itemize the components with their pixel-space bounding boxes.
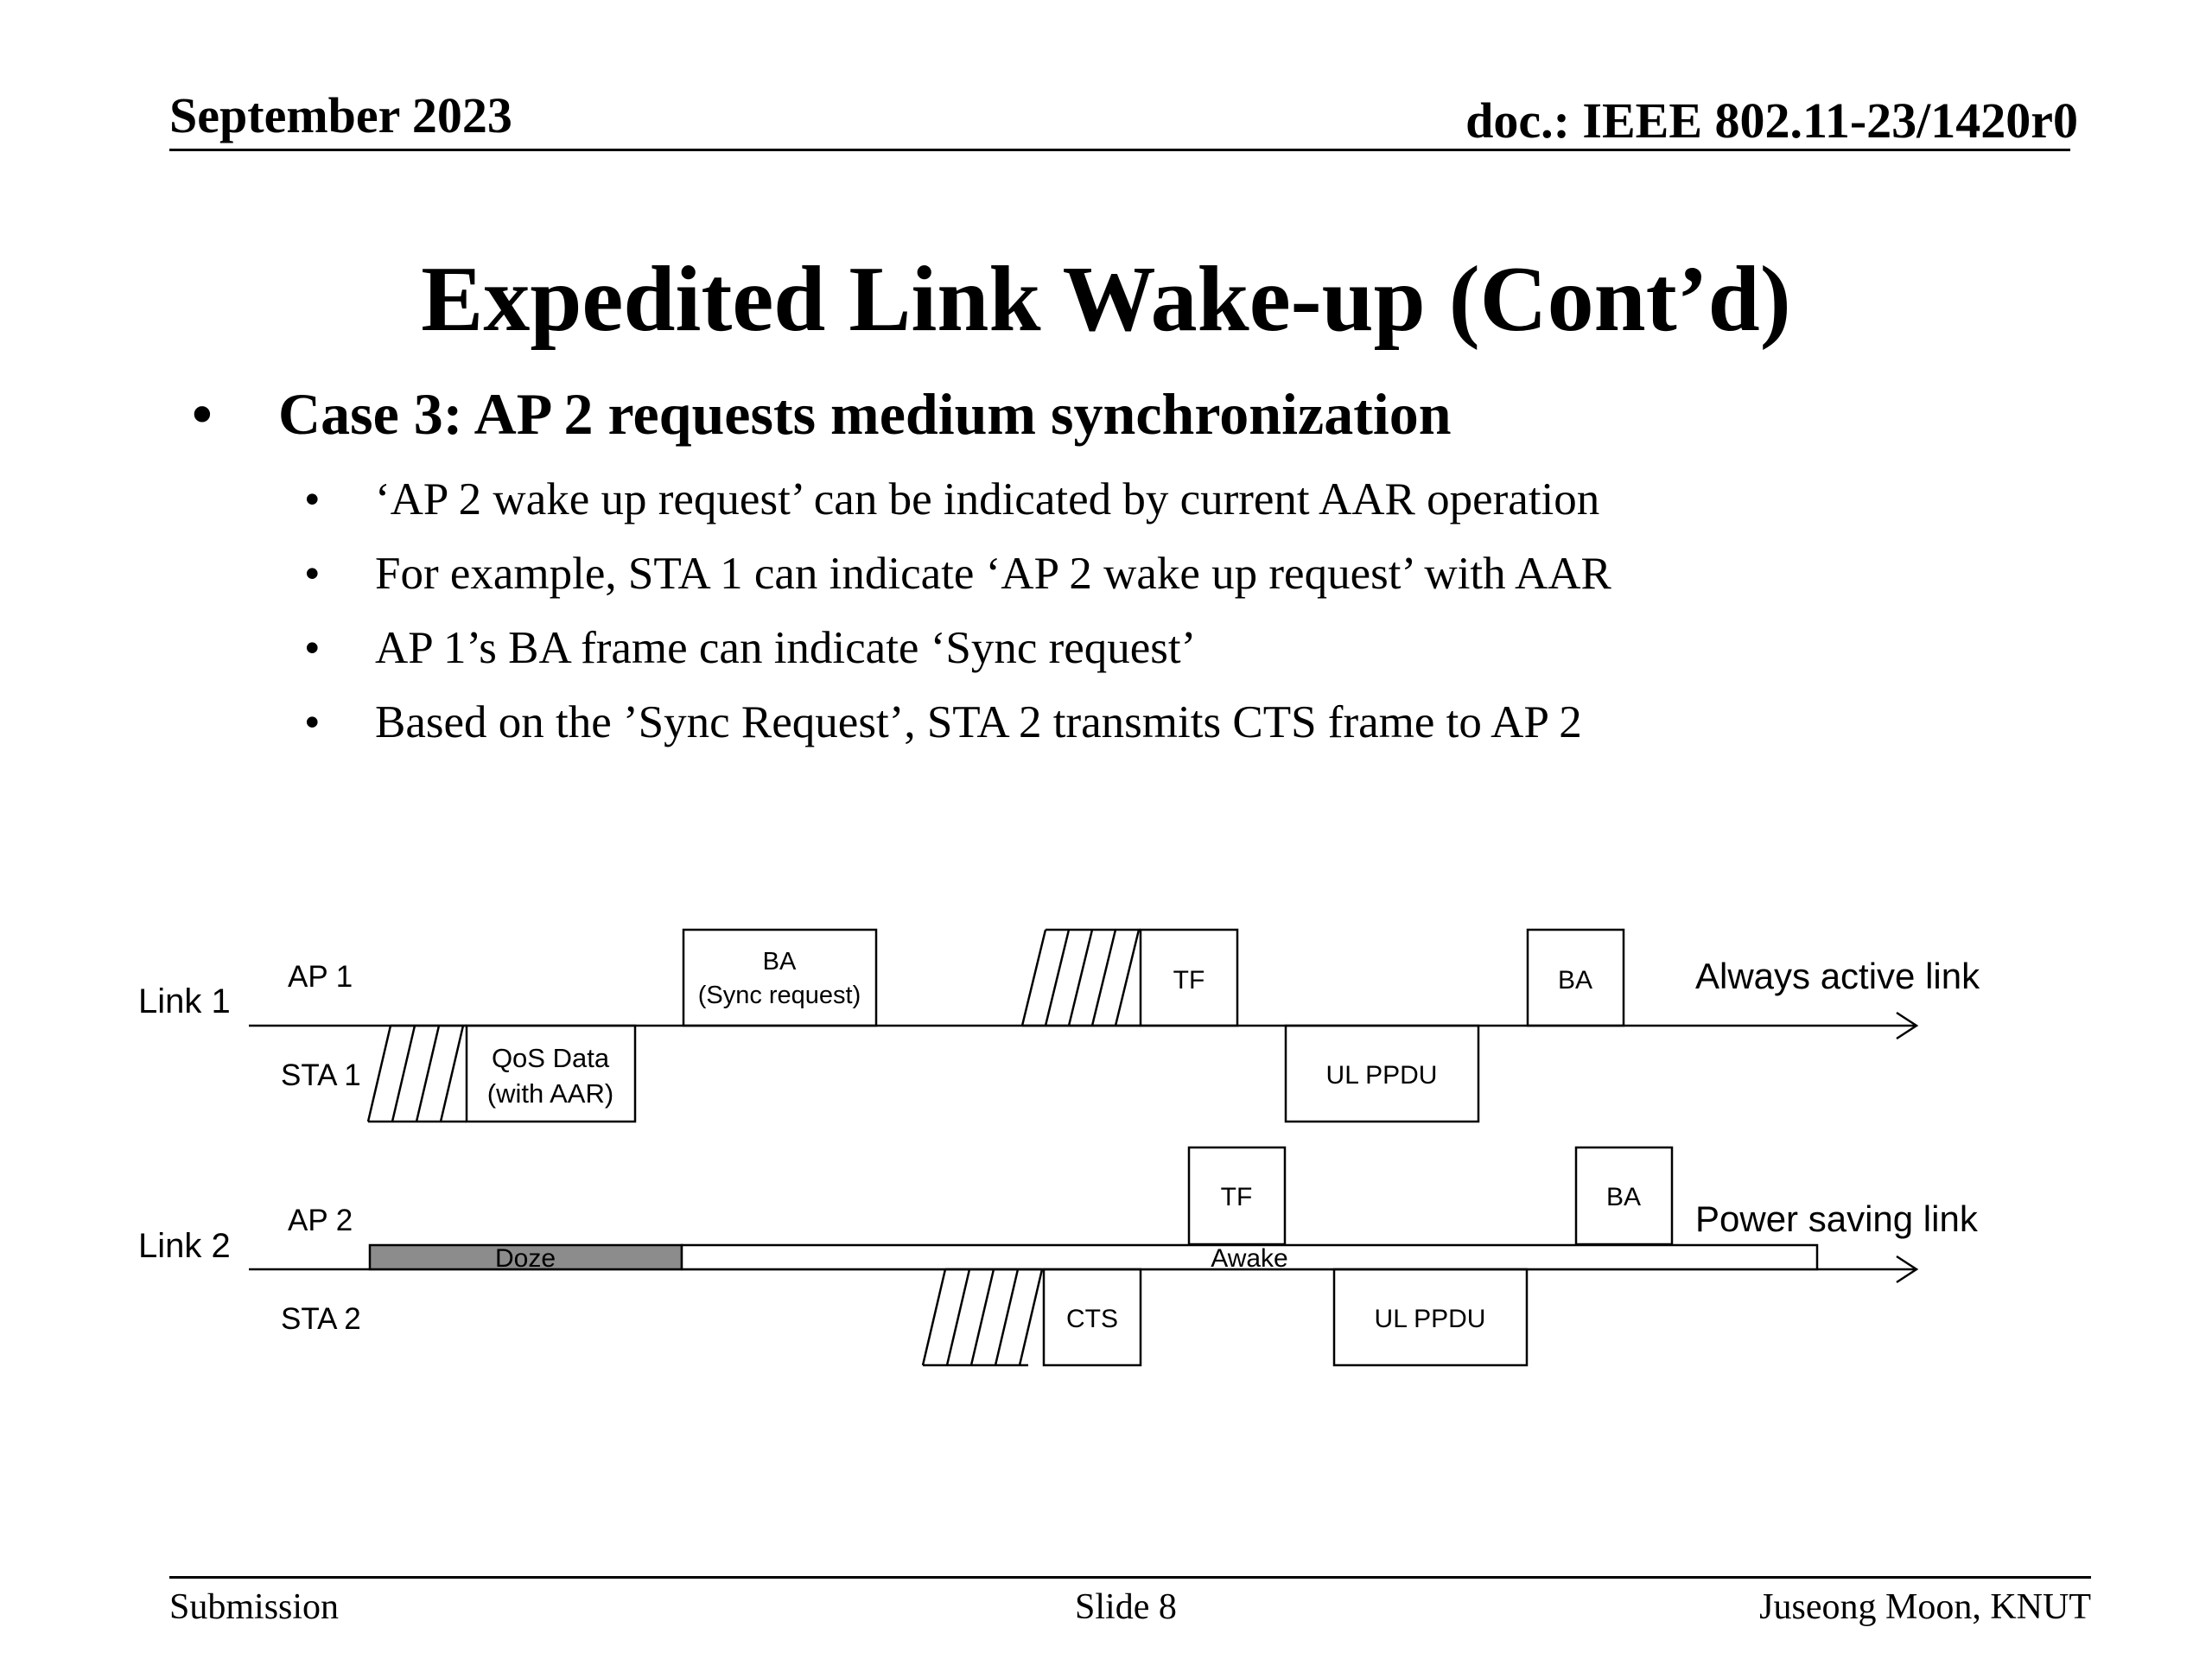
- link1-backoff-hatch: [1020, 928, 1141, 1027]
- awake-text: Awake: [1211, 1244, 1288, 1273]
- link2-label: Link 2: [138, 1227, 231, 1265]
- bullet-item: ‘AP 2 wake up request’ can be indicated …: [375, 474, 1600, 524]
- link2-tf-text: TF: [1221, 1183, 1253, 1211]
- case-bullet-symbol: •: [192, 381, 213, 447]
- qos-data-line2: (with AAR): [487, 1078, 613, 1109]
- power-saving-label: Power saving link: [1695, 1198, 1979, 1239]
- link2-ul-ppdu-text: UL PPDU: [1375, 1305, 1486, 1333]
- footer-submission: Submission: [169, 1587, 340, 1627]
- footer-author: Juseong Moon, KNUT: [1759, 1587, 2091, 1627]
- link1-ul-ppdu-frame: [1284, 1024, 1480, 1123]
- bullet-item: Based on the ’Sync Request’, STA 2 trans…: [375, 697, 1582, 747]
- ba-sync-request-frame: [682, 928, 878, 1027]
- sta1-backoff-hatch: [366, 1024, 467, 1123]
- link2-ba-text: BA: [1606, 1183, 1641, 1211]
- always-active-label: Always active link: [1695, 956, 1980, 996]
- link2-arrowhead: [1896, 1255, 1919, 1284]
- doze-text: Doze: [495, 1244, 556, 1273]
- qos-data-frame: [465, 1024, 637, 1123]
- case-heading: Case 3: AP 2 requests medium synchroniza…: [278, 381, 1452, 447]
- link1-tf-frame: [1139, 928, 1239, 1027]
- link1-ul-ppdu-text: UL PPDU: [1326, 1061, 1438, 1090]
- link1-label: Link 1: [138, 982, 231, 1020]
- footer-divider: [169, 1576, 2091, 1579]
- ap2-label: AP 2: [288, 1204, 353, 1237]
- sta2-backoff-hatch: [921, 1268, 1044, 1367]
- cts-frame: [1042, 1268, 1142, 1367]
- bullet-item: For example, STA 1 can indicate ‘AP 2 wa…: [375, 549, 1611, 599]
- link1-tf-text: TF: [1173, 966, 1205, 995]
- header-doc-id: doc.: IEEE 802.11-23/1420r0: [1465, 92, 2078, 149]
- footer-slide-number: Slide 8: [1075, 1587, 1177, 1627]
- bullet-item: AP 1’s BA frame can indicate ‘Sync reque…: [375, 623, 1197, 673]
- link1-arrowhead: [1896, 1011, 1919, 1040]
- bullet-symbol: •: [304, 697, 321, 747]
- sta1-label: STA 1: [281, 1058, 361, 1092]
- cts-text: CTS: [1066, 1305, 1118, 1333]
- sta2-label: STA 2: [281, 1302, 361, 1336]
- link2-ul-ppdu-frame: [1332, 1268, 1529, 1367]
- ap1-label: AP 1: [288, 960, 353, 994]
- awake-state-bar: [680, 1243, 1819, 1271]
- link1-ba-frame: [1526, 928, 1625, 1027]
- qos-data-line1: QoS Data: [492, 1043, 610, 1073]
- slide-title: Expedited Link Wake-up (Cont’d): [421, 248, 1791, 351]
- bullet-symbol: •: [304, 623, 321, 673]
- bullet-symbol: •: [304, 549, 321, 599]
- link1-ba-text: BA: [1558, 966, 1592, 995]
- ba-sync-line1: BA: [763, 948, 797, 976]
- ba-sync-line2: (Sync request): [698, 982, 861, 1009]
- header-date: September 2023: [169, 87, 512, 143]
- bullet-symbol: •: [304, 474, 321, 524]
- header-divider: [169, 149, 2070, 151]
